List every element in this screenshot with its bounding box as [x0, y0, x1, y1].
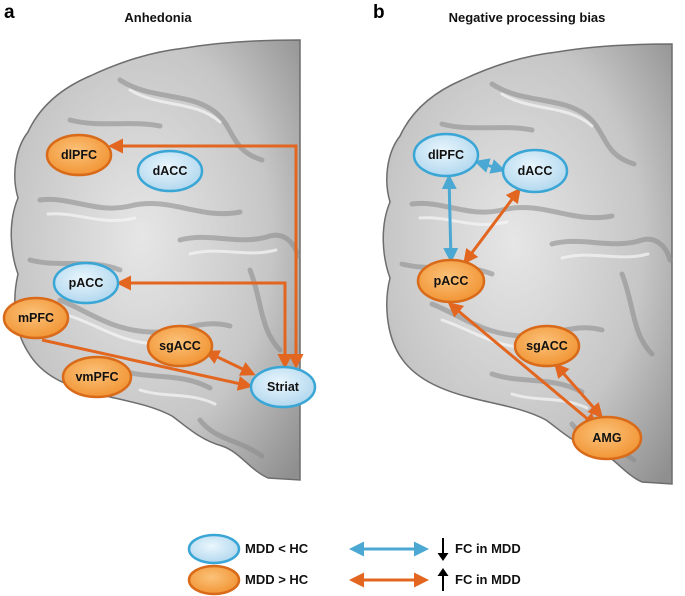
node-label: pACC [434, 274, 469, 288]
blue-node-swatch [187, 533, 241, 565]
node-a-striat: Striat [249, 365, 317, 409]
connection-sgacc-amg [554, 362, 603, 419]
panel-b-brain-illustration [382, 43, 673, 485]
node-a-vmpfc: vmPFC [61, 355, 133, 399]
legend-node-increase: MDD > HC [187, 564, 309, 596]
legend-fc-increase: FC in MDD [349, 568, 521, 591]
node-label: mPFC [18, 311, 54, 325]
legend-fc-increase-label: FC in MDD [455, 572, 521, 587]
node-label: dACC [153, 164, 188, 178]
node-label: sgACC [526, 339, 568, 353]
panel-a-brain-illustration [10, 39, 301, 481]
panel-b-connections [441, 158, 603, 428]
connection-dlpfc-pacc [441, 174, 459, 263]
legend: MDD < HC MDD > HC FC in MDD FC in MDD [187, 533, 521, 596]
panel-a: a Anhedonia [2, 2, 317, 481]
node-b-dacc: dACC [501, 148, 569, 194]
node-b-pacc: pACC [416, 258, 486, 304]
panel-a-connections [41, 138, 304, 391]
connection-dlpfc-dacc [474, 158, 506, 174]
legend-fc-decrease-label: FC in MDD [455, 541, 521, 556]
up-arrow-icon [437, 568, 449, 591]
node-a-mpfc: mPFC [2, 296, 70, 340]
node-label: dlPFC [61, 148, 97, 162]
node-a-sgacc: sgACC [146, 324, 214, 368]
orange-node-swatch [187, 564, 241, 596]
panel-a-title: Anhedonia [124, 10, 192, 25]
node-label: pACC [69, 276, 104, 290]
node-label: vmPFC [75, 370, 118, 384]
node-label: AMG [592, 431, 621, 445]
node-label: dACC [518, 164, 553, 178]
legend-node-decrease-label: MDD < HC [245, 541, 309, 556]
legend-node-decrease: MDD < HC [187, 533, 309, 565]
node-b-dlpfc: dlPFC [412, 132, 480, 178]
panel-a-letter: a [4, 2, 15, 23]
connection-pacc-striat [116, 275, 293, 369]
node-b-sgacc: sgACC [513, 324, 581, 368]
node-label: sgACC [159, 339, 201, 353]
panel-b-title: Negative processing bias [449, 10, 606, 25]
legend-node-increase-label: MDD > HC [245, 572, 309, 587]
node-a-pacc: pACC [52, 261, 120, 305]
legend-fc-decrease: FC in MDD [349, 538, 521, 561]
node-a-dacc: dACC [136, 149, 204, 193]
connection-mpfc-striat [41, 338, 253, 391]
node-label: Striat [267, 380, 300, 394]
panel-b-letter: b [373, 2, 385, 23]
connection-sgacc-striat [204, 350, 256, 376]
node-b-amg: AMG [571, 415, 643, 461]
down-arrow-icon [437, 538, 449, 561]
connection-dacc-pacc [463, 187, 521, 265]
panel-b: b Negative processing bias [373, 2, 673, 485]
connection-dlpfc-striat [108, 138, 304, 369]
node-a-dlpfc: dlPFC [45, 133, 113, 177]
node-label: dlPFC [428, 148, 464, 162]
